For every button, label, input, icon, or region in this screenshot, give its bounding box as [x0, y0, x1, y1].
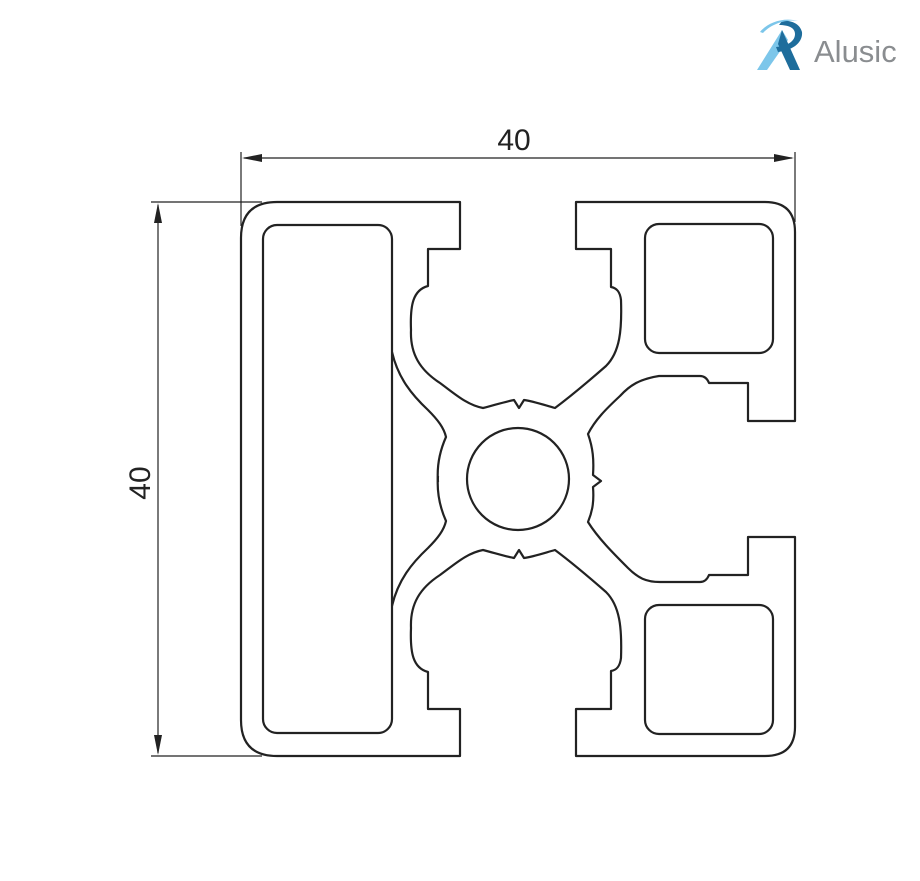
width-label: 40: [497, 124, 530, 157]
width-dimension: [240, 152, 796, 226]
profile-outer-contour: [239, 200, 797, 758]
core-web-upper-left: [390, 351, 448, 483]
arrow-down-icon: [154, 735, 162, 755]
left-cavity: [261, 223, 394, 735]
bottom-right-cavity: [643, 603, 775, 736]
brand-name: Alusic: [814, 34, 897, 69]
arrow-right-icon: [774, 154, 794, 162]
arrow-left-icon: [242, 154, 262, 162]
arrow-up-icon: [154, 203, 162, 223]
center-bore: [465, 426, 571, 532]
height-label: 40: [124, 466, 157, 499]
top-right-cavity: [643, 222, 775, 355]
aluminum-profile-section: [239, 200, 797, 758]
core-web-lower-left: [390, 475, 448, 607]
logo-mark-icon: [757, 19, 803, 70]
height-dimension: [151, 201, 262, 757]
brand-logo: Alusic: [757, 19, 897, 70]
